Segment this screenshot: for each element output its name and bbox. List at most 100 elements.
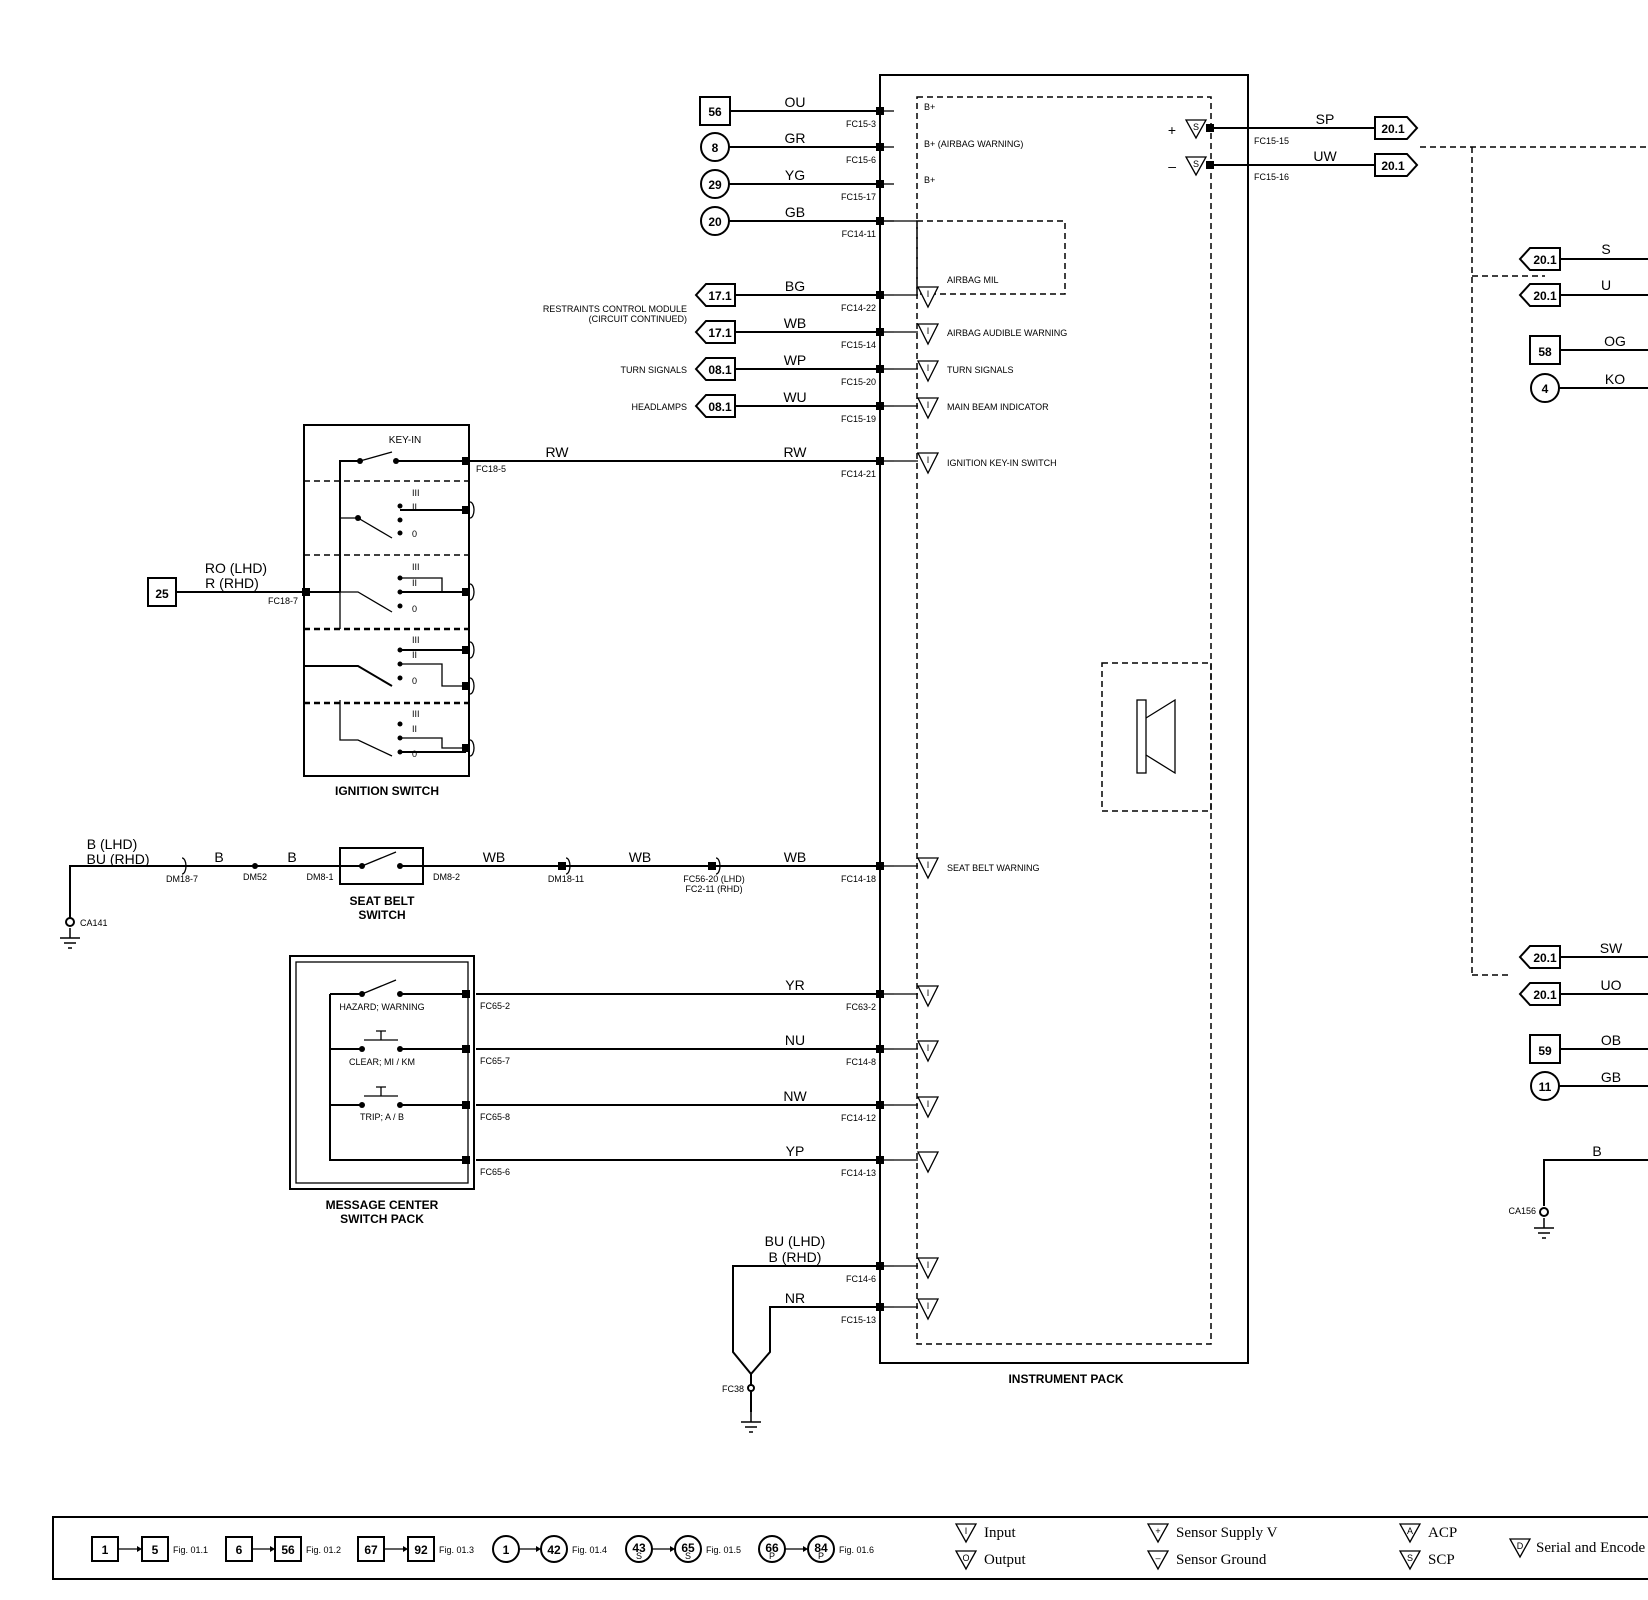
right-row: 20.1 UO xyxy=(1518,977,1648,1006)
pin-label: FC14-11 xyxy=(842,229,876,239)
input-symbol-letter: I xyxy=(927,1301,930,1311)
ground-label: CA141 xyxy=(80,918,108,928)
switch-label: CLEAR; MI / KM xyxy=(349,1057,415,1067)
wire-color: S xyxy=(1601,241,1610,257)
pack-pin xyxy=(876,143,884,151)
range-start: 1 xyxy=(102,1543,109,1557)
wire-color: RO (LHD) xyxy=(205,560,267,576)
wire-color: RW xyxy=(545,444,569,460)
right-row: 20.1 SW xyxy=(1518,940,1648,969)
pin-label: FC14-13 xyxy=(841,1168,876,1178)
legend-symbol: S xyxy=(1407,1553,1413,1563)
range-fig: Fig. 01.1 xyxy=(173,1545,208,1555)
pack-pin xyxy=(876,990,884,998)
wire-color: WB xyxy=(483,849,506,865)
wire-row: BU (LHD) B (RHD) FC14-6 xyxy=(732,1233,880,1375)
wire-color: WU xyxy=(783,389,806,405)
pin-label: FC14-6 xyxy=(846,1274,876,1284)
connector-label: FC2-11 (RHD) xyxy=(685,884,742,894)
connector-label: DM8-2 xyxy=(433,872,460,882)
ground-fc38: FC38 xyxy=(722,1374,762,1433)
signal-label: B+ (AIRBAG WARNING) xyxy=(924,139,1023,149)
seat-belt-switch-title: SEAT BELT xyxy=(350,894,416,908)
legend-sensor-supply: + Sensor Supply V xyxy=(1147,1523,1278,1543)
wire-color: OB xyxy=(1601,1032,1621,1048)
sensor-output-row: + S FC15-15 SP 20.1 xyxy=(1168,111,1419,146)
wire-color: WB xyxy=(784,315,807,331)
range-sub: P xyxy=(818,1551,824,1561)
legend-acp: A ACP xyxy=(1399,1523,1457,1543)
legend-sensor-ground: – Sensor Ground xyxy=(1147,1550,1267,1570)
ref-label: 08.1 xyxy=(708,400,732,414)
legend-range: 43 S 65 S Fig. 01.5 xyxy=(625,1535,741,1563)
pack-pin xyxy=(876,1101,884,1109)
range-sub: S xyxy=(685,1551,691,1561)
position-label: 0 xyxy=(412,529,417,539)
wire-color: BU (LHD) xyxy=(765,1233,826,1249)
ref-label: 20 xyxy=(708,215,722,229)
wire-color: WP xyxy=(784,352,807,368)
position-label: III xyxy=(412,488,420,498)
wire-row: YP FC14-13 xyxy=(476,1143,880,1178)
right-row: 20.1 S xyxy=(1518,241,1648,271)
wire-row: 08.1 WP FC15-20 TURN SIGNALS TURN SIGNAL… xyxy=(620,352,1013,387)
ref-label: 20.1 xyxy=(1533,289,1557,303)
pin-label: FC14-12 xyxy=(841,1113,876,1123)
pin-label: FC14-21 xyxy=(841,469,876,479)
signal-label: AIRBAG MIL xyxy=(947,275,999,285)
wire-color: NR xyxy=(785,1290,805,1306)
connector-label: DM8-1 xyxy=(306,872,333,882)
left-connector-rows: 56 OU FC15-3 B+ 8 GR FC15-6 B+ (AIRBAG W… xyxy=(466,94,1067,1433)
ref-label: 20.1 xyxy=(1533,951,1557,965)
signal-label: TURN SIGNALS xyxy=(947,365,1014,375)
message-center-outline xyxy=(289,955,475,1190)
ref-label: 20.1 xyxy=(1533,988,1557,1002)
legend: 1 5 Fig. 01.1 6 56 Fig. 01.2 67 xyxy=(52,1516,1648,1580)
position-label: 0 xyxy=(412,604,417,614)
pack-pin xyxy=(876,1045,884,1053)
input-symbol xyxy=(916,1096,940,1119)
ref-label: 17.1 xyxy=(708,289,732,303)
wire-color: B (RHD) xyxy=(769,1249,822,1265)
range-end: 42 xyxy=(547,1543,561,1557)
wire-row: 29 YG FC15-17 B+ xyxy=(700,167,935,202)
legend-range: 6 56 Fig. 01.2 xyxy=(225,1536,341,1562)
input-symbol xyxy=(916,323,940,346)
input-symbol-letter: I xyxy=(927,400,930,410)
wire-color: GR xyxy=(785,130,806,146)
position-label: III xyxy=(412,709,420,719)
legend-symbol: A xyxy=(1407,1526,1413,1536)
legend-label: Serial and Encode xyxy=(1536,1540,1645,1556)
message-center-title: MESSAGE CENTER xyxy=(326,1198,439,1212)
ref-label: 29 xyxy=(708,178,722,192)
range-fig: Fig. 01.6 xyxy=(839,1545,874,1555)
wire-color: GB xyxy=(785,204,805,220)
input-symbol xyxy=(916,360,940,383)
message-center-switch-pack: MESSAGE CENTER SWITCH PACK HAZARD; WARNI… xyxy=(289,955,510,1226)
source-label: (CIRCUIT CONTINUED) xyxy=(589,314,687,324)
pin-label: FC15-3 xyxy=(846,119,876,129)
source-label: RESTRAINTS CONTROL MODULE xyxy=(543,304,687,314)
right-row: 59 OB xyxy=(1529,1032,1648,1064)
range-end: 65 xyxy=(681,1541,695,1555)
wire-color: KO xyxy=(1605,371,1625,387)
position-label: II xyxy=(412,724,417,734)
pin-label: FC65-2 xyxy=(480,1001,510,1011)
sensor-output-row: – S FC15-16 UW 20.1 xyxy=(1168,148,1419,182)
wire-color: UW xyxy=(1313,148,1337,164)
wire-row: 17.1 WB FC15-14 AIRBAG AUDIBLE WARNING xyxy=(694,315,1067,350)
message-center-title: SWITCH PACK xyxy=(340,1212,424,1226)
source-label: HEADLAMPS xyxy=(631,402,687,412)
input-symbol-letter: I xyxy=(927,1099,930,1109)
range-end: 92 xyxy=(414,1543,428,1557)
right-row: B CA156 xyxy=(1508,1143,1648,1239)
ref-label: 8 xyxy=(712,141,719,155)
key-in-label: KEY-IN xyxy=(389,435,421,446)
wire-color: BG xyxy=(785,278,805,294)
range-start: 67 xyxy=(364,1543,378,1557)
wire-row: NW FC14-12 xyxy=(476,1088,880,1123)
legend-symbol: + xyxy=(1155,1526,1160,1536)
input-symbol xyxy=(916,397,940,420)
signal-label: SEAT BELT WARNING xyxy=(947,863,1040,873)
